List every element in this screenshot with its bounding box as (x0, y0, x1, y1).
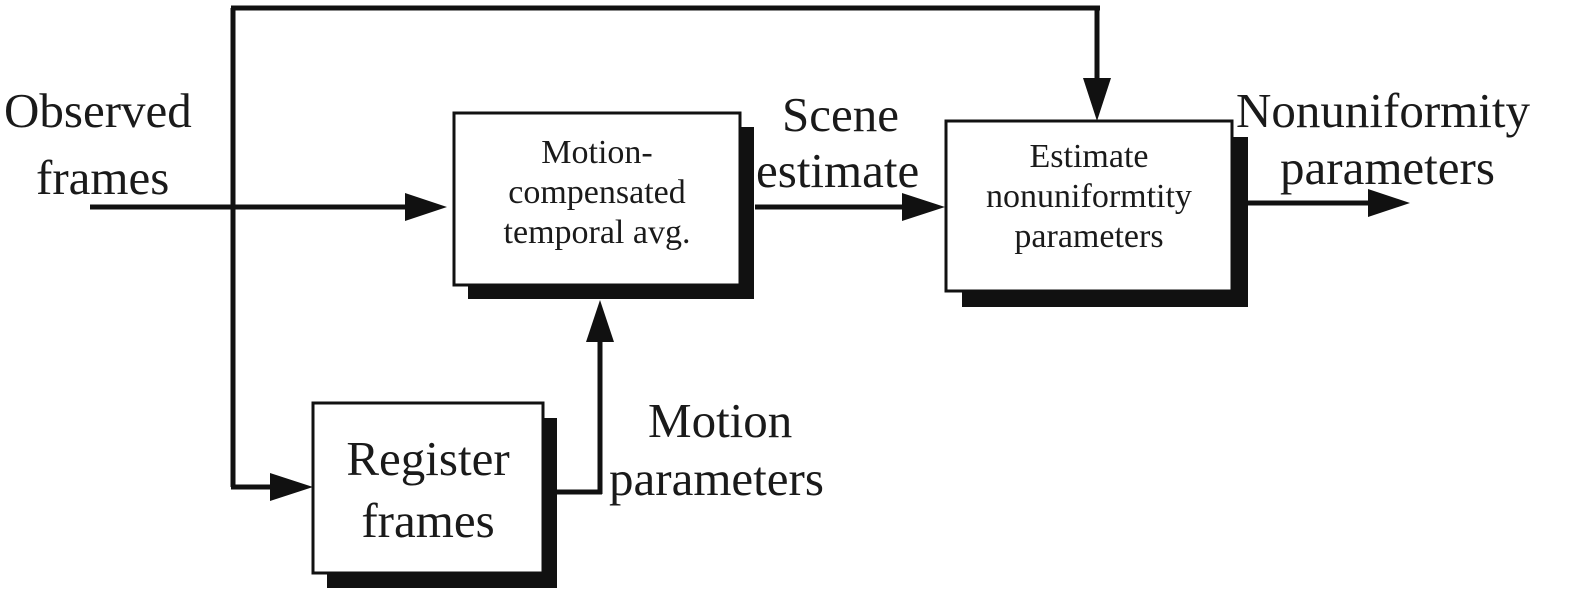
observed-label-line1: Observed (4, 83, 192, 138)
observed-label-line2: frames (36, 150, 170, 205)
temporal-avg-line3: temporal avg. (503, 214, 691, 251)
temporal-avg-line1: Motion- (541, 134, 653, 171)
input-arrowhead (405, 193, 447, 221)
temporal-avg-box (452, 111, 742, 287)
scene-label-line1: Scene (782, 87, 899, 142)
register-line2: frames (361, 493, 495, 548)
estimate-params-line3: parameters (1014, 218, 1164, 255)
scene-estimate-arrowhead (902, 193, 945, 221)
temporal-avg-line2: compensated (508, 174, 686, 211)
estimate-params-line1: Estimate (1029, 138, 1149, 175)
scene-label-line2: estimate (756, 143, 920, 198)
estimate-params-line2: nonuniformtity (986, 178, 1192, 215)
nonuniformity-label-line2: parameters (1280, 140, 1495, 195)
output-arrowhead (1368, 189, 1410, 217)
register-input-arrowhead (270, 473, 313, 501)
motion-label-line1: Motion (648, 393, 793, 448)
motion-label-line2: parameters (609, 451, 824, 506)
top-bypass-arrowhead (1083, 78, 1111, 121)
register-text: Register frames (315, 428, 541, 552)
register-box (311, 401, 545, 575)
temporal-avg-text: Motion- compensated temporal avg. (456, 133, 738, 253)
estimate-params-box (944, 119, 1234, 293)
motion-arrowhead (586, 300, 614, 342)
nonuniformity-label-line1: Nonuniformity (1236, 83, 1530, 138)
estimate-params-text: Estimate nonuniformtity parameters (948, 137, 1230, 257)
register-line1: Register (346, 431, 510, 486)
